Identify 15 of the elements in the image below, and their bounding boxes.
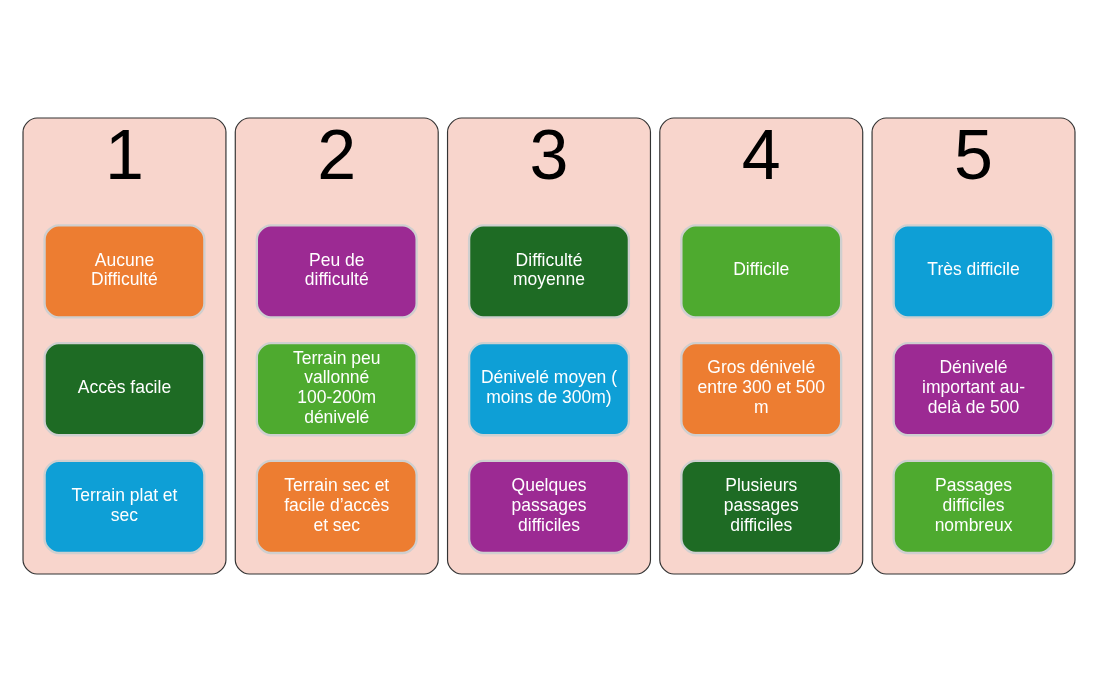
node-box: Aucune Difficulté <box>43 224 206 319</box>
node-box: Terrain plat et sec <box>43 459 206 555</box>
node-box: Très difficile <box>892 224 1055 319</box>
node-box: Difficile <box>680 224 843 319</box>
node-box: Gros dénivelé entre 300 et 500 m <box>680 341 843 437</box>
node-box: Terrain peu vallonné 100-200m dénivelé <box>255 341 418 437</box>
node-box: Accès facile <box>43 341 206 437</box>
node-box: Difficulté moyenne <box>467 224 631 319</box>
node-box: Peu de difficulté <box>255 224 418 319</box>
node-box: Dénivelé important au-delà de 500 <box>892 341 1055 437</box>
node-box: Quelques passages difficiles <box>467 459 631 555</box>
node-box: Dénivelé moyen ( moins de 300m) <box>467 341 631 437</box>
node-box: Terrain sec et facile d’accès et sec <box>255 459 418 555</box>
node-box: Plusieurs passages difficiles <box>680 459 843 555</box>
node-box: Passages difficiles nombreux <box>892 459 1055 555</box>
